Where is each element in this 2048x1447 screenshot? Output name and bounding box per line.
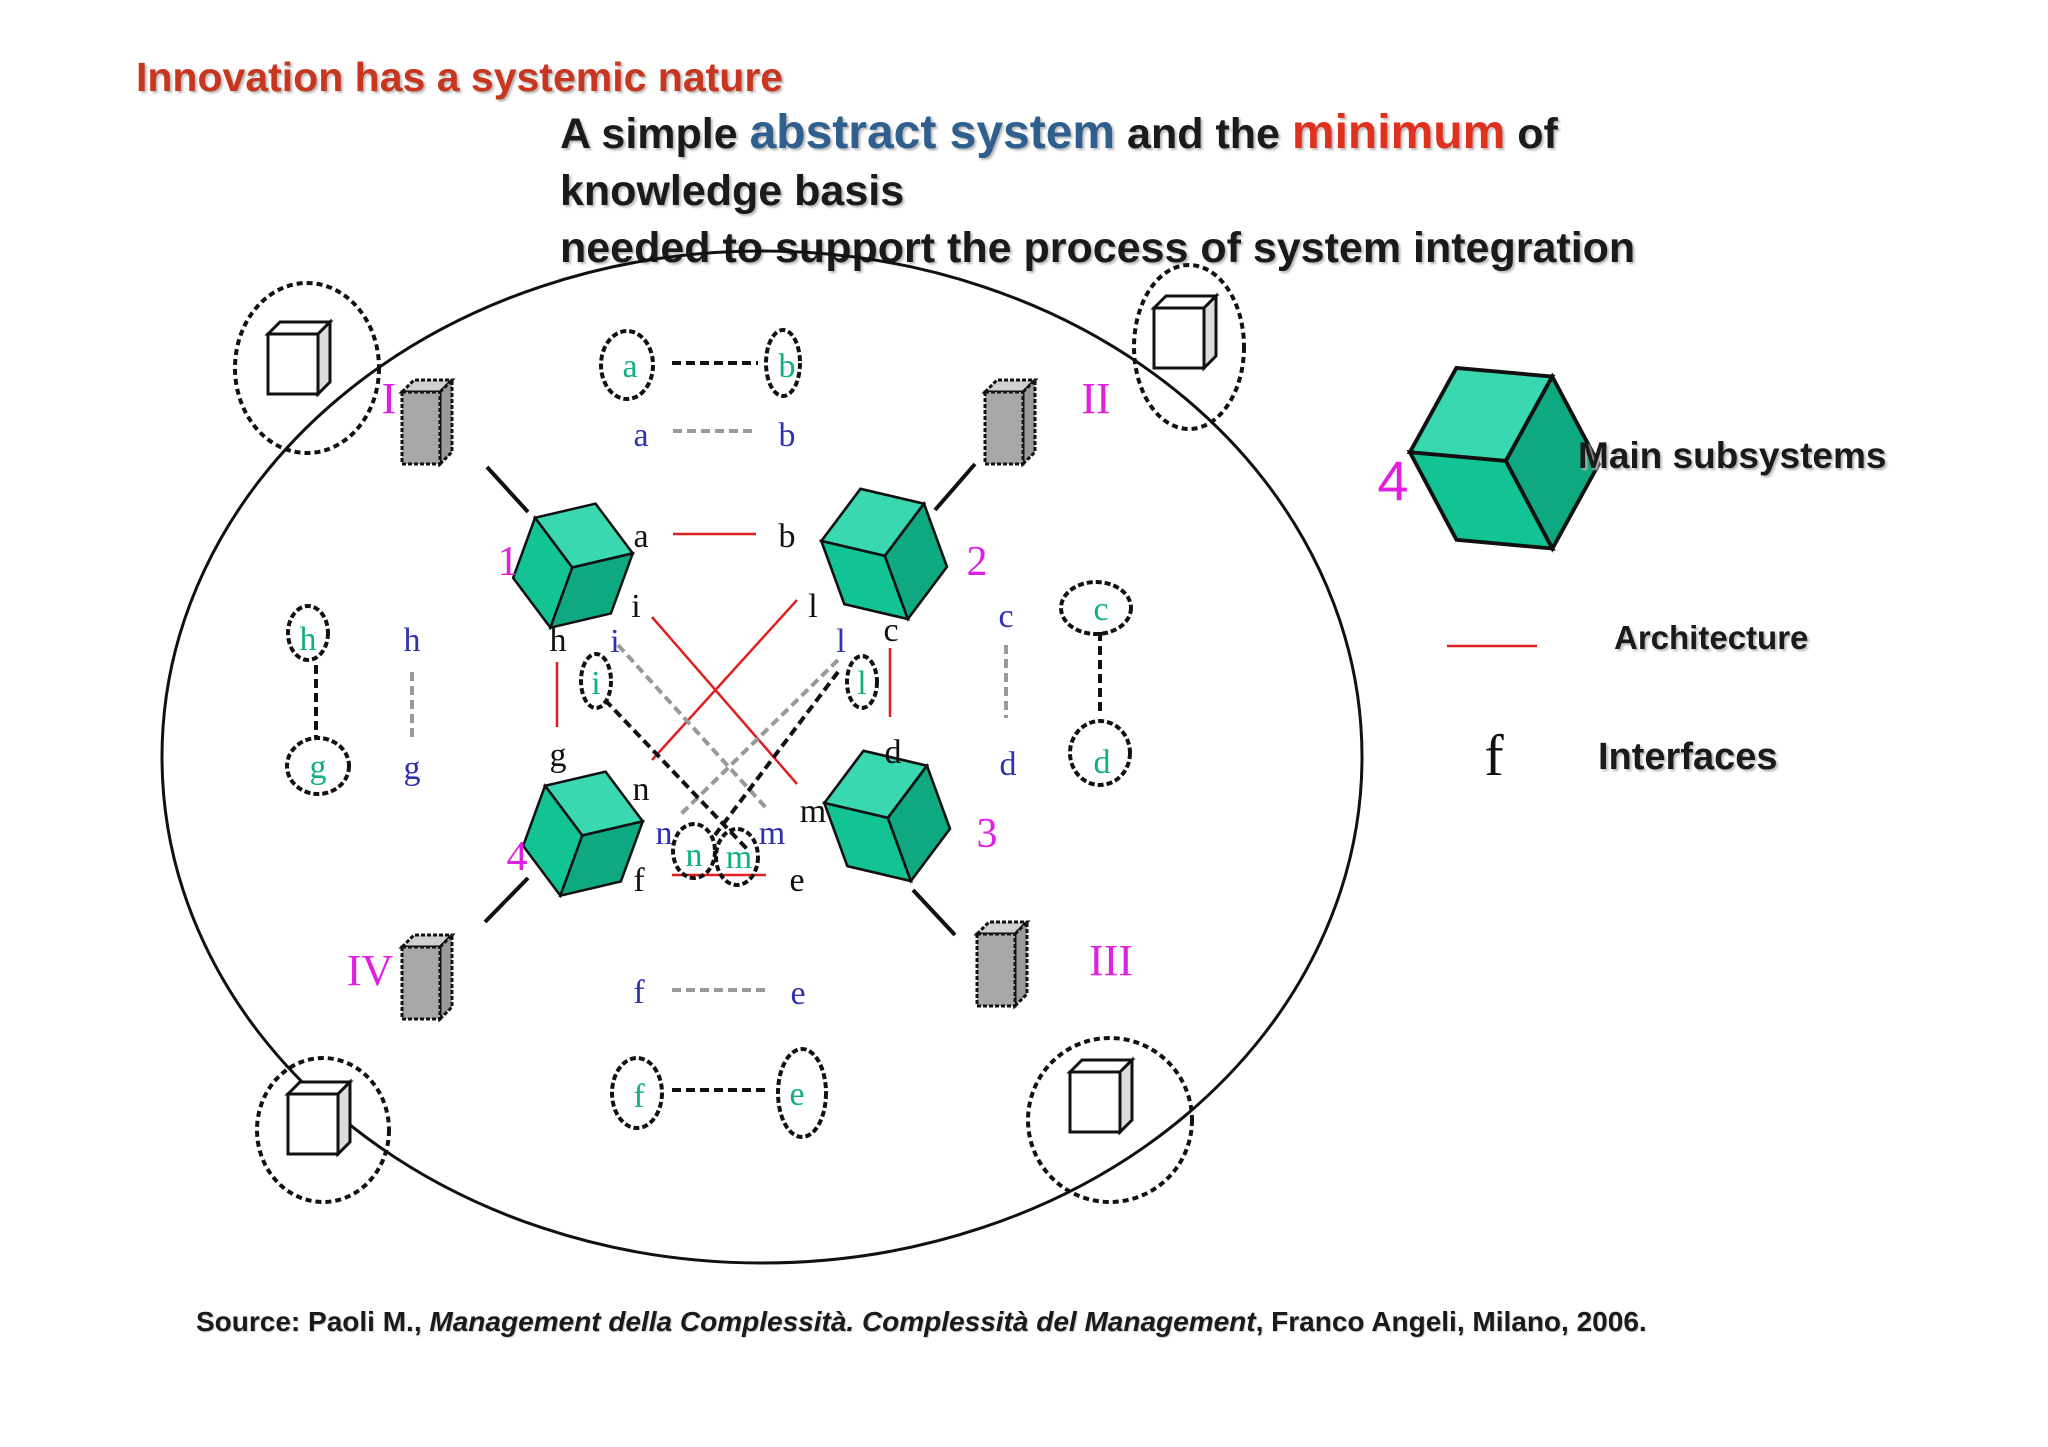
external-system-bottom-right	[1026, 1036, 1194, 1204]
legend-interfaces: Interfaces	[1598, 736, 1778, 778]
letter-h-green: h	[300, 621, 317, 658]
system-boundary	[160, 249, 1364, 1265]
letter-b-blue: b	[779, 417, 796, 454]
interface-black-lines	[314, 361, 1102, 1092]
roman-label-II: II	[1081, 374, 1110, 423]
grey-subsystem-III	[975, 920, 1029, 1008]
letter-i-black: i	[631, 588, 640, 625]
letter-d-green: d	[1094, 744, 1111, 781]
letter-h-black: h	[550, 622, 567, 659]
letter-g-black: g	[550, 737, 567, 774]
letter-i-green: i	[591, 665, 600, 702]
subtitle-part2: and the	[1115, 110, 1292, 158]
letter-f-green: f	[633, 1078, 645, 1115]
letter-m-blue: m	[759, 815, 785, 852]
letter-l-blue: l	[836, 623, 845, 660]
letter-f-blue: f	[633, 974, 645, 1011]
letter-i-blue: i	[610, 623, 619, 660]
letter-c-green: c	[1093, 591, 1108, 628]
grey-subsystem-IV	[400, 933, 454, 1021]
external-system-bottom-left	[255, 1056, 391, 1204]
source-suffix: , Franco Angeli, Milano, 2006.	[1255, 1306, 1647, 1337]
legend-main-subsystems: Main subsystems	[1578, 435, 1887, 476]
legend-architecture: Architecture	[1614, 619, 1809, 656]
letter-h-blue: h	[404, 622, 421, 659]
subtitle-line2: knowledge basis	[560, 167, 905, 215]
letter-c-black: c	[883, 612, 898, 649]
letter-l-green: l	[857, 665, 866, 702]
letter-b-black: b	[779, 518, 796, 555]
roman-label-III: III	[1089, 936, 1133, 985]
subsystem-number-3: 3	[977, 811, 998, 857]
knowledge-ellipses	[285, 328, 1133, 1139]
roman-label-IV: IV	[347, 946, 394, 995]
letter-e-green: e	[789, 1076, 804, 1113]
letter-d-blue: d	[1000, 746, 1017, 783]
letter-a-green: a	[622, 348, 637, 385]
interface-grey-lines	[410, 429, 1008, 992]
letter-n-blue: n	[656, 815, 673, 852]
subtitle-line3: needed to support the process of system …	[560, 224, 1636, 272]
legend-subsystem-number: 4	[1377, 449, 1408, 512]
slide-title: Innovation has a systemic nature	[136, 54, 784, 100]
letter-n-black: n	[633, 771, 650, 808]
external-system-top-left	[233, 281, 381, 455]
letter-n-green: n	[686, 837, 703, 874]
letter-g-green: g	[310, 749, 327, 786]
external-system-top-right	[1132, 263, 1246, 431]
letter-m-black: m	[800, 793, 826, 830]
slide-subtitle: A simple abstract system and the minimum…	[560, 104, 1760, 277]
green-subsystem-1	[500, 484, 646, 647]
source-citation: Source: Paoli M., Management della Compl…	[196, 1306, 1647, 1338]
subsystem-number-2: 2	[967, 539, 988, 585]
grey-subsystem-II	[983, 378, 1037, 466]
grey-subsystem-I	[400, 378, 454, 466]
letter-a-black: a	[633, 518, 648, 555]
subtitle-part1: A simple	[560, 110, 750, 158]
letter-d-black: d	[885, 734, 902, 771]
letter-m-green: m	[726, 839, 752, 876]
letter-g-blue: g	[404, 750, 421, 787]
legend-interfaces-symbol: f	[1484, 723, 1504, 788]
letter-c-blue: c	[998, 598, 1013, 635]
subtitle-abstract-system: abstract system	[749, 106, 1116, 159]
subtitle-minimum: minimum	[1291, 106, 1506, 159]
letter-e-blue: e	[790, 975, 805, 1012]
letter-f-black: f	[633, 862, 645, 899]
subsystem-number-4: 4	[507, 834, 528, 880]
subtitle-part3: of	[1505, 110, 1558, 158]
source-book-title: Management della Complessità. Complessit…	[429, 1306, 1256, 1337]
roman-label-I: I	[382, 374, 397, 423]
subsystem-number-1: 1	[498, 539, 519, 585]
letter-a-blue: a	[633, 417, 648, 454]
letter-b-green: b	[779, 348, 796, 385]
letter-l-black: l	[808, 588, 817, 625]
letter-e-black: e	[789, 862, 804, 899]
source-prefix: Source: Paoli M.,	[196, 1306, 430, 1337]
